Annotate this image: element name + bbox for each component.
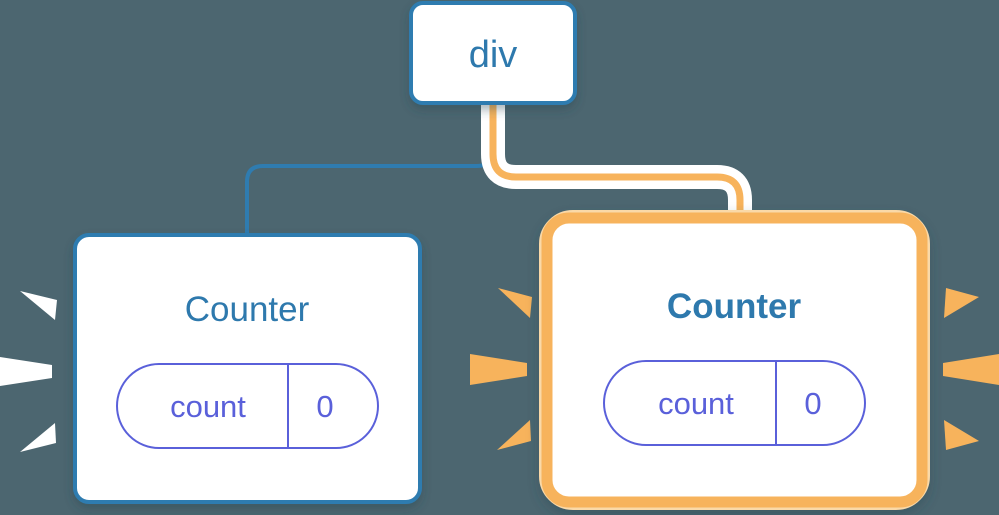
ray-icon-middle-middle — [470, 354, 527, 385]
counter-right-prop-pill: count 0 — [603, 360, 866, 446]
rays-left-white — [0, 291, 57, 452]
counter-left-pill-outline — [116, 363, 379, 449]
div-node-box[interactable] — [409, 1, 577, 105]
ray-icon-left-middle — [0, 357, 52, 386]
connector-left — [245, 101, 495, 242]
rays-middle-orange — [470, 288, 532, 450]
counter-left-node[interactable]: Counter count 0 — [73, 233, 422, 504]
connector-right — [481, 103, 752, 232]
ray-icon-right-upper — [944, 288, 979, 318]
rays-right-orange — [943, 288, 999, 450]
counter-right-prop-value: 0 — [804, 386, 821, 421]
counter-right-label: Counter — [667, 287, 802, 326]
counter-left-prop-value: 0 — [316, 389, 333, 424]
ray-icon-middle-upper — [498, 288, 532, 318]
div-node-label: div — [469, 34, 518, 76]
ray-icon-right-middle — [943, 354, 999, 385]
counter-left-prop-name: count — [170, 389, 246, 424]
ray-icon-left-lower — [20, 423, 56, 452]
ray-icon-middle-lower — [497, 420, 531, 450]
div-node[interactable]: div — [409, 1, 577, 105]
counter-right-node[interactable]: Counter count 0 — [539, 210, 930, 510]
ray-icon-right-lower — [944, 420, 979, 450]
counter-right-prop-name: count — [658, 386, 734, 421]
ray-icon-left-upper — [20, 291, 57, 320]
counter-right-pill-outline — [603, 360, 866, 446]
counter-left-label: Counter — [185, 290, 310, 329]
counter-left-prop-pill: count 0 — [116, 363, 379, 449]
